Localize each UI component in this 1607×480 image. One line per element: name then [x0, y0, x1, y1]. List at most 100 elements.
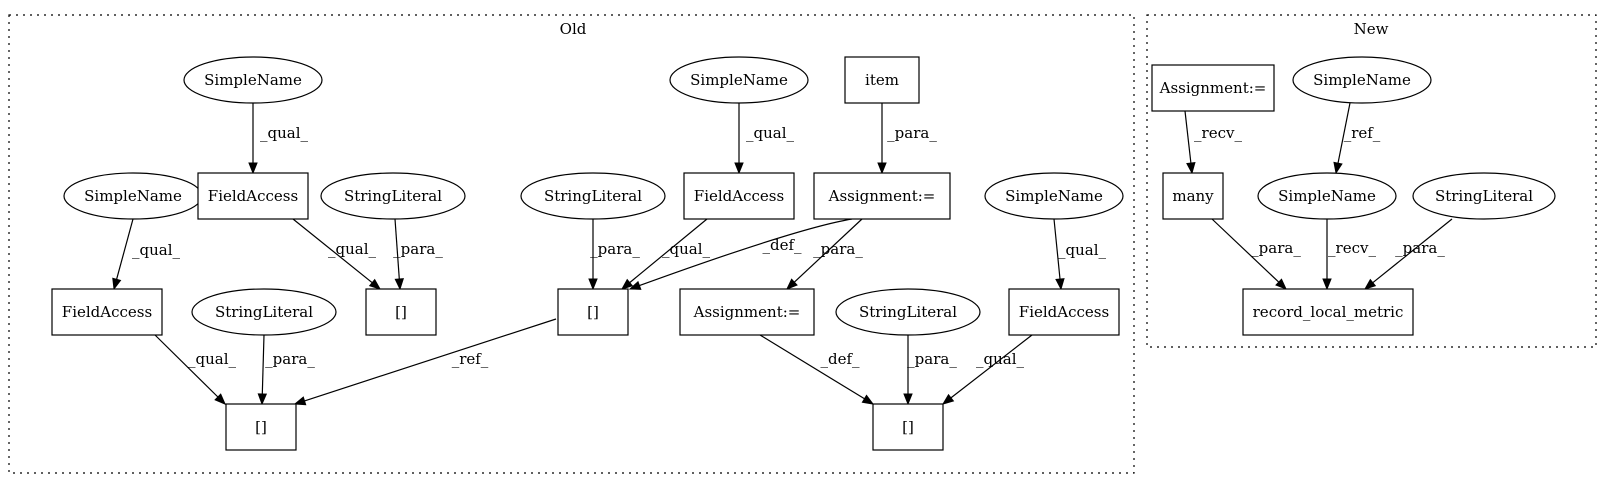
edge-item-to-asg_a-label: _para_ [887, 124, 937, 142]
edge-asg_a-to-asg_b-line [793, 218, 863, 283]
node-idx_c-label: [] [255, 418, 267, 436]
edge-n_sl-to-n_rlm-label: _para_ [1395, 239, 1445, 257]
node-fa_a-box [197, 172, 309, 220]
edge-fa_a-to-idx_a-arrowhead [368, 278, 382, 290]
edge-item-to-asg_a-arrowhead [877, 162, 887, 175]
node-idx_d-box [872, 403, 944, 451]
node-asg_b-label: Assignment:= [693, 303, 801, 321]
node-fa_b-box [683, 172, 795, 220]
node-n_many[interactable]: many [1162, 172, 1224, 220]
node-sl_d-label: StringLiteral [859, 303, 957, 321]
edge-n_sl-to-n_rlm-line [1372, 218, 1453, 284]
node-fa_a-label: FieldAccess [208, 187, 298, 205]
node-n_sl-label: StringLiteral [1435, 187, 1533, 205]
node-sn_d-label: SimpleName [1005, 187, 1103, 205]
node-fa_d[interactable]: FieldAccess [1008, 288, 1120, 336]
edge-sn_c-to-fa_c-line [116, 218, 134, 280]
edge-sn_c-to-fa_c-label: _qual_ [132, 241, 181, 259]
edge-sn_c-to-fa_c-arrowhead [112, 277, 122, 291]
edge-sl_d-to-idx_d: _para_ [903, 335, 957, 406]
node-sn_d[interactable]: SimpleName [984, 172, 1124, 220]
edge-sn_d-to-fa_d: _qual_ [1053, 218, 1106, 291]
edge-n_many-to-n_rlm-line [1211, 218, 1280, 283]
node-asg_b[interactable]: Assignment:= [679, 288, 815, 336]
edge-asg_b-to-idx_d-line [759, 334, 865, 400]
node-fa_b-label: FieldAccess [694, 187, 784, 205]
node-asg_a-label: Assignment:= [828, 187, 936, 205]
edge-sl_b-to-idx_b-label: _para_ [590, 240, 640, 258]
node-n_sl-ellipse [1412, 172, 1556, 220]
node-idx_c[interactable]: [] [225, 403, 297, 451]
edge-fa_a-to-idx_a: _qual_ [292, 218, 382, 290]
node-n_sn_top-label: SimpleName [1313, 71, 1411, 89]
edge-n_asg-to-n_many-label: _recv_ [1194, 124, 1242, 142]
node-fa_c[interactable]: FieldAccess [51, 288, 163, 336]
node-item[interactable]: item [844, 56, 920, 104]
node-sn_a-label: SimpleName [204, 71, 302, 89]
edge-sl_a-to-idx_a-label: _para_ [393, 240, 443, 258]
node-n_asg[interactable]: Assignment:= [1151, 64, 1275, 112]
node-sn_c[interactable]: SimpleName [63, 172, 203, 220]
edge-asg_b-to-idx_d-label: _def_ [820, 350, 860, 368]
node-sl_b-ellipse [520, 172, 666, 220]
node-sl_d[interactable]: StringLiteral [835, 288, 981, 336]
node-n_rlm[interactable]: record_local_metric [1242, 288, 1414, 336]
node-sl_a-label: StringLiteral [344, 187, 442, 205]
edge-sl_d-to-idx_d-label: _para_ [907, 350, 957, 368]
edge-n_asg-to-n_many-line [1184, 110, 1192, 164]
edge-sn_a-to-fa_a-arrowhead [248, 162, 258, 175]
edge-idx_b-to-idx_c-label: _ref_ [452, 350, 489, 368]
node-fa_a[interactable]: FieldAccess [197, 172, 309, 220]
node-idx_b[interactable]: [] [557, 288, 629, 336]
node-n_sn_top[interactable]: SimpleName [1292, 56, 1432, 104]
node-sn_d-ellipse [984, 172, 1124, 220]
edge-sl_c-to-idx_c-label: _para_ [265, 350, 315, 368]
node-n_rlm-label: record_local_metric [1253, 303, 1404, 321]
edge-fa_a-to-idx_a-label: _qual_ [328, 240, 377, 258]
edge-asg_b-to-idx_d: _def_ [759, 334, 875, 405]
edge-sn_d-to-fa_d-arrowhead [1055, 278, 1065, 291]
edge-fa_a-to-idx_a-line [292, 218, 373, 284]
node-idx_d[interactable]: [] [872, 403, 944, 451]
node-n_sl[interactable]: StringLiteral [1412, 172, 1556, 220]
edge-fa_c-to-idx_c-arrowhead [214, 393, 226, 405]
node-sn_c-label: SimpleName [84, 187, 182, 205]
node-sn_a[interactable]: SimpleName [183, 56, 323, 104]
edge-fa_c-to-idx_c-label: _qual_ [188, 350, 237, 368]
node-sl_c-label: StringLiteral [215, 303, 313, 321]
node-fa_b[interactable]: FieldAccess [683, 172, 795, 220]
node-idx_a[interactable]: [] [365, 288, 437, 336]
node-sl_b[interactable]: StringLiteral [520, 172, 666, 220]
edge-asg_a-to-idx_b-line [639, 218, 853, 287]
edge-fa_d-to-idx_d-arrowhead [941, 393, 955, 405]
node-sl_a[interactable]: StringLiteral [320, 172, 466, 220]
node-n_many-box [1162, 172, 1224, 220]
node-n_asg-box [1151, 64, 1275, 112]
cluster-new-border [1146, 14, 1597, 348]
node-sl_c[interactable]: StringLiteral [191, 288, 337, 336]
edge-sl_b-to-idx_b: _para_ [588, 219, 640, 291]
edges-layer: _qual_ _qual_ _para_ _qual_ _qual_ _qual_ _par… [112, 102, 1453, 406]
edge-asg_a-to-asg_b-arrowhead [786, 278, 798, 290]
edge-sl_c-to-idx_c: _para_ [257, 334, 315, 406]
node-n_sn_mid-ellipse [1257, 172, 1397, 220]
edge-fa_d-to-idx_d-line [950, 334, 1033, 399]
node-n_sn_mid[interactable]: SimpleName [1257, 172, 1397, 220]
node-fa_c-label: FieldAccess [62, 303, 152, 321]
node-asg_b-box [679, 288, 815, 336]
cluster-new-label: New [1354, 20, 1389, 38]
node-asg_a-box [813, 172, 951, 220]
node-sl_a-ellipse [320, 172, 466, 220]
edge-sl_a-to-idx_a: _para_ [393, 218, 443, 291]
edge-sn_b-to-fa_b-label: _qual_ [746, 124, 795, 142]
node-idx_a-box [365, 288, 437, 336]
edge-n_sn_mid-to-n_rlm-arrowhead [1322, 278, 1332, 291]
node-asg_a[interactable]: Assignment:= [813, 172, 951, 220]
node-item-label: item [865, 71, 899, 89]
edge-item-to-asg_a: _para_ [877, 103, 937, 175]
node-idx_b-label: [] [587, 303, 599, 321]
edge-n_sl-to-n_rlm: _para_ [1363, 218, 1453, 290]
edge-sl_c-to-idx_c-line [261, 334, 265, 395]
edge-sl_c-to-idx_c-arrowhead [257, 393, 268, 406]
node-sn_b[interactable]: SimpleName [669, 56, 809, 104]
